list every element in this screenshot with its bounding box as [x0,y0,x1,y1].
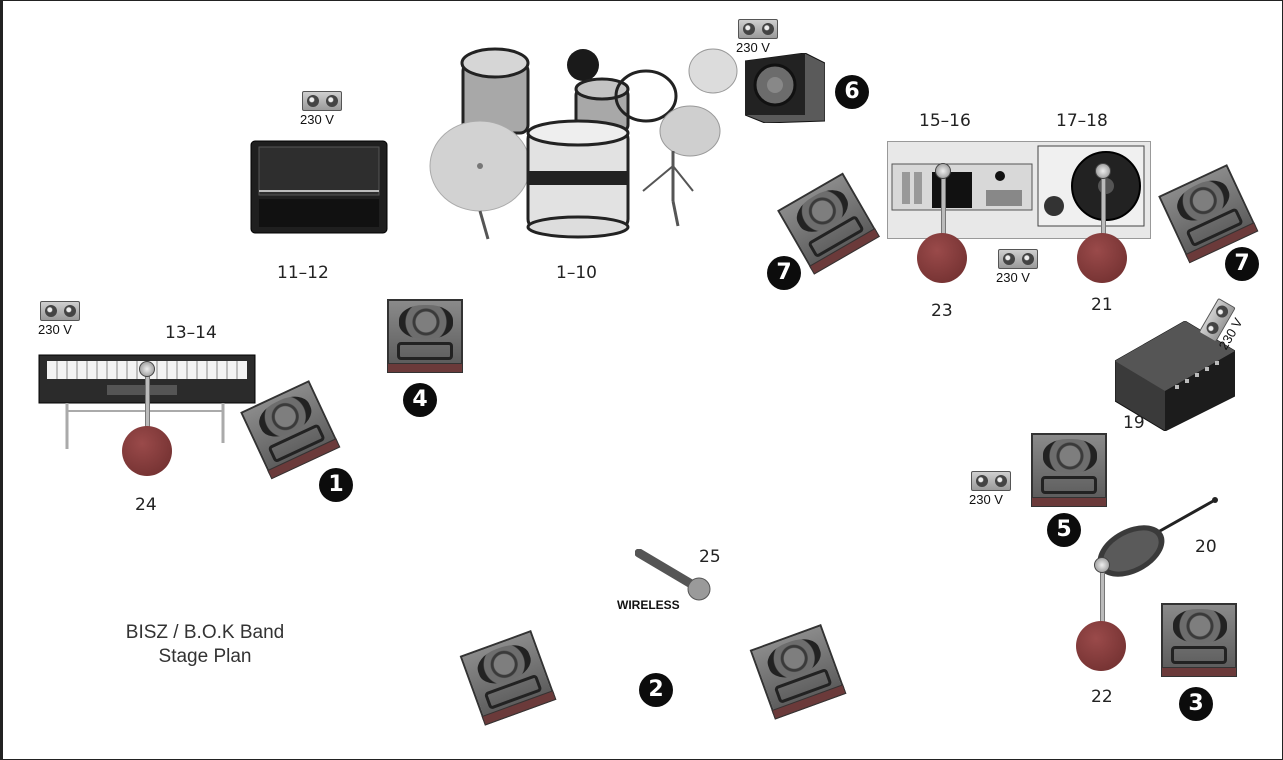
monitor-number-badge: 5 [1047,513,1081,547]
dj-table [887,141,1151,239]
handheld-mic-icon [634,548,711,601]
mic-icon [1094,557,1110,573]
monitor-wedge-3 [1161,603,1237,677]
monitor-wedge-2-left [459,630,557,726]
drum-kit-icon [429,47,738,240]
bass-amp-label: 11–12 [277,263,329,283]
mic-24-label: 24 [135,495,157,515]
violin-label: 20 [1195,537,1217,557]
power-socket-label: 230 V [300,112,334,127]
monitor-number-badge: 4 [403,383,437,417]
plan-title-line2: Stage Plan [158,646,252,667]
dj-setup-icon [891,145,1145,227]
wireless-text: WIRELESS [617,598,680,612]
mic-stand-base-23 [917,233,967,283]
bass-amp [249,139,389,235]
mic-stand-base-24 [122,426,172,476]
drum-kit [428,41,738,246]
mic-stand-base-22 [1076,621,1126,671]
mic-stand-base-21 [1077,233,1127,283]
monitor-number-badge: 7 [767,256,801,290]
power-socket-label: 230 V [736,40,770,55]
mic-icon [935,163,951,179]
monitor-number-badge: 7 [1225,247,1259,281]
power-socket-icon [998,249,1038,269]
speaker-cone-icon [1043,439,1097,473]
power-socket-keys: 230 V [38,301,94,337]
amp-19-label: 19 [1123,413,1145,433]
turntable-label: 17–18 [1056,111,1108,131]
monitor-number-badge: 1 [319,468,353,502]
speaker-icon [744,52,826,124]
violin-icon [1097,497,1218,577]
power-socket-icon [738,19,778,39]
monitor-wedge-2-right [749,624,847,720]
power-socket-icon [971,471,1011,491]
power-socket-bass: 230 V [300,91,356,127]
mic-icon [1095,163,1111,179]
amp-19 [1114,320,1236,432]
power-socket-dj: 230 V [996,249,1052,285]
monitor-number-badge: 6 [835,75,869,109]
speaker-cone-icon [1173,609,1227,643]
power-socket-icon [40,301,80,321]
monitor-speaker-6 [744,52,826,124]
monitor-number-badge: 2 [639,673,673,707]
rack-amp-icon [1114,320,1236,432]
monitor-wedge-5 [1031,433,1107,507]
mic-23-label: 23 [931,301,953,321]
monitor-number-badge: 3 [1179,687,1213,721]
mic-22-label: 22 [1091,687,1113,707]
wireless-mic-label: 25 [699,547,721,567]
power-socket-violin: 230 V [969,471,1025,507]
plan-title: BISZ / B.O.K Band Stage Plan [95,621,315,669]
power-socket-label: 230 V [38,322,72,337]
speaker-cone-icon [399,305,453,339]
violin [1091,496,1221,586]
monitor-wedge-7-right [1158,164,1259,264]
power-socket-label: 230 V [969,492,1003,507]
drums-label: 1–10 [556,263,597,283]
amp-icon [250,140,388,234]
keys-label: 13–14 [165,323,217,343]
mic-icon [139,361,155,377]
power-socket-drums: 230 V [736,19,792,55]
wireless-mic [634,548,715,601]
mic-21-label: 21 [1091,295,1113,315]
power-socket-icon [302,91,342,111]
monitor-wedge-7-left [777,172,880,275]
mixer-label: 15–16 [919,111,971,131]
plan-title-line1: BISZ / B.O.K Band [125,622,285,643]
power-socket-label: 230 V [996,270,1030,285]
monitor-wedge-4 [387,299,463,373]
